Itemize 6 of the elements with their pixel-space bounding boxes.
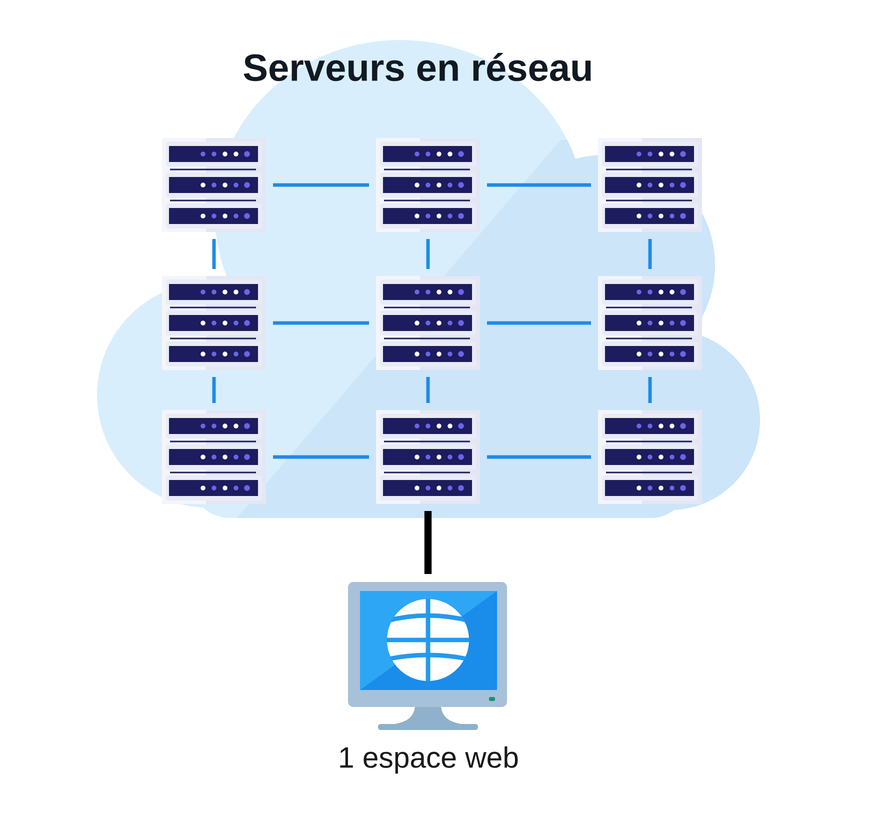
node-label: 1 espace web — [340, 746, 518, 774]
connector-line — [424, 511, 432, 574]
title: Serveurs en réseau — [244, 52, 591, 82]
server-rack — [598, 138, 702, 232]
computer-monitor — [348, 582, 507, 730]
connector-line — [648, 239, 652, 269]
